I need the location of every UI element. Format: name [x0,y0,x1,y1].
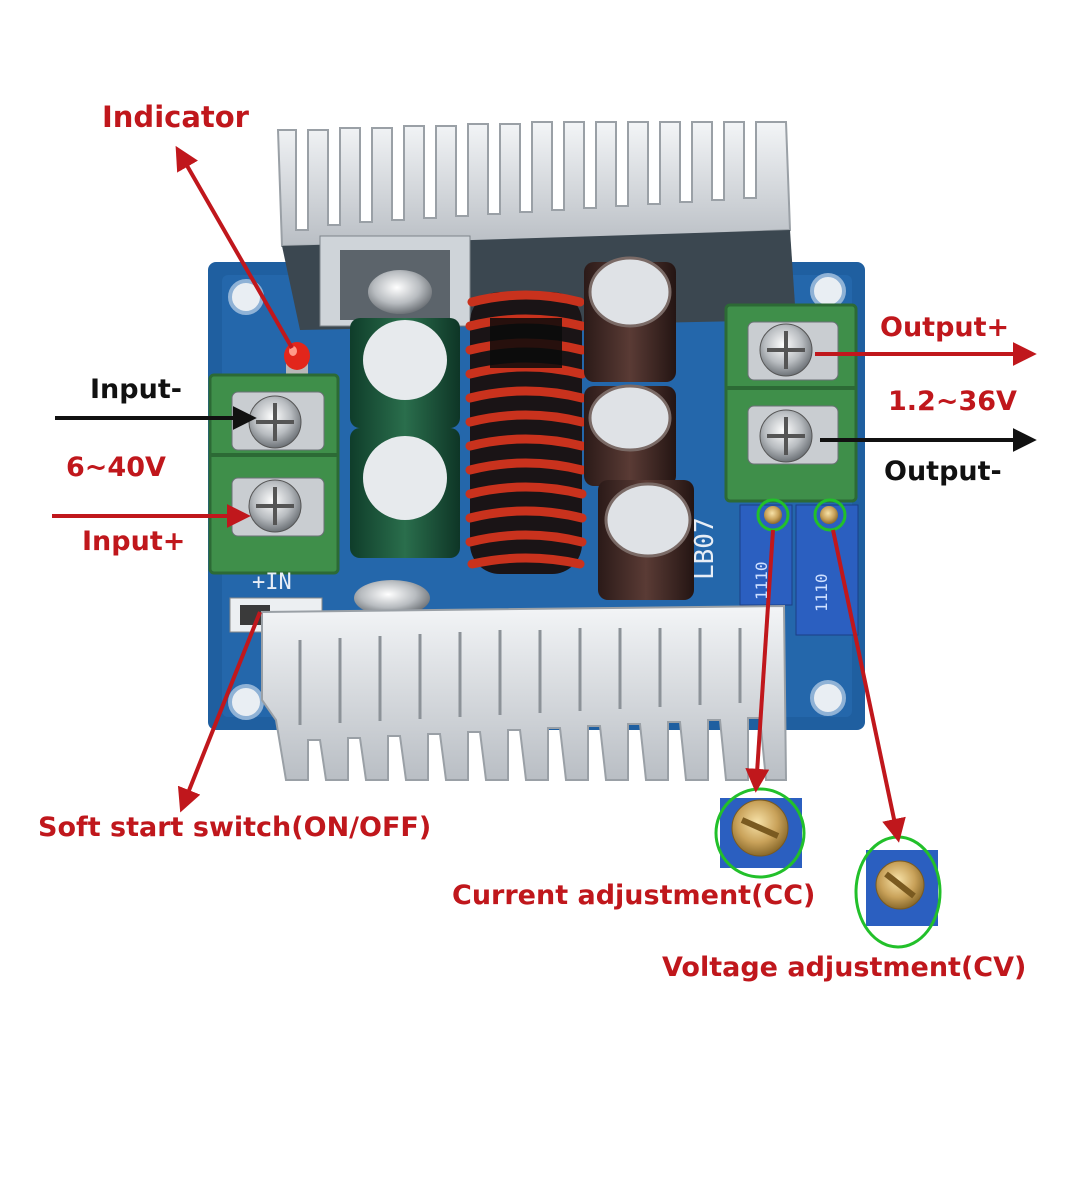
output-capacitors [584,256,694,600]
label-input-range: 6~40V [66,452,166,483]
led-indicator [284,342,310,375]
label-voltage-adjustment: Voltage adjustment(CV) [662,952,1027,983]
output-terminal-block [724,303,858,503]
label-input-minus: Input- [90,374,182,405]
input-terminal-block [208,373,340,575]
callout-arrows [52,145,1037,843]
top-heatsink [276,121,796,330]
pot-marking-current: 1110 [752,561,771,600]
bottom-heatsink [261,604,788,781]
pot-marking-voltage: 1110 [812,573,831,612]
label-current-adjustment: Current adjustment(CC) [452,880,816,911]
board-model-marking: LB07 [690,517,720,580]
label-output-range: 1.2~36V [888,386,1017,417]
board-potentiometers [739,498,859,636]
label-output-plus: Output+ [880,312,1010,343]
voltage-pot-zoom [854,835,942,949]
label-soft-start: Soft start switch(ON/OFF) [38,812,432,843]
label-input-plus: Input+ [82,526,186,557]
current-pot-zoom [714,787,806,879]
label-indicator: Indicator [102,100,249,134]
board-in-marking: +IN [252,570,292,595]
input-capacitors [350,318,460,558]
label-output-minus: Output- [884,456,1002,487]
toroid-inductor [465,290,587,574]
